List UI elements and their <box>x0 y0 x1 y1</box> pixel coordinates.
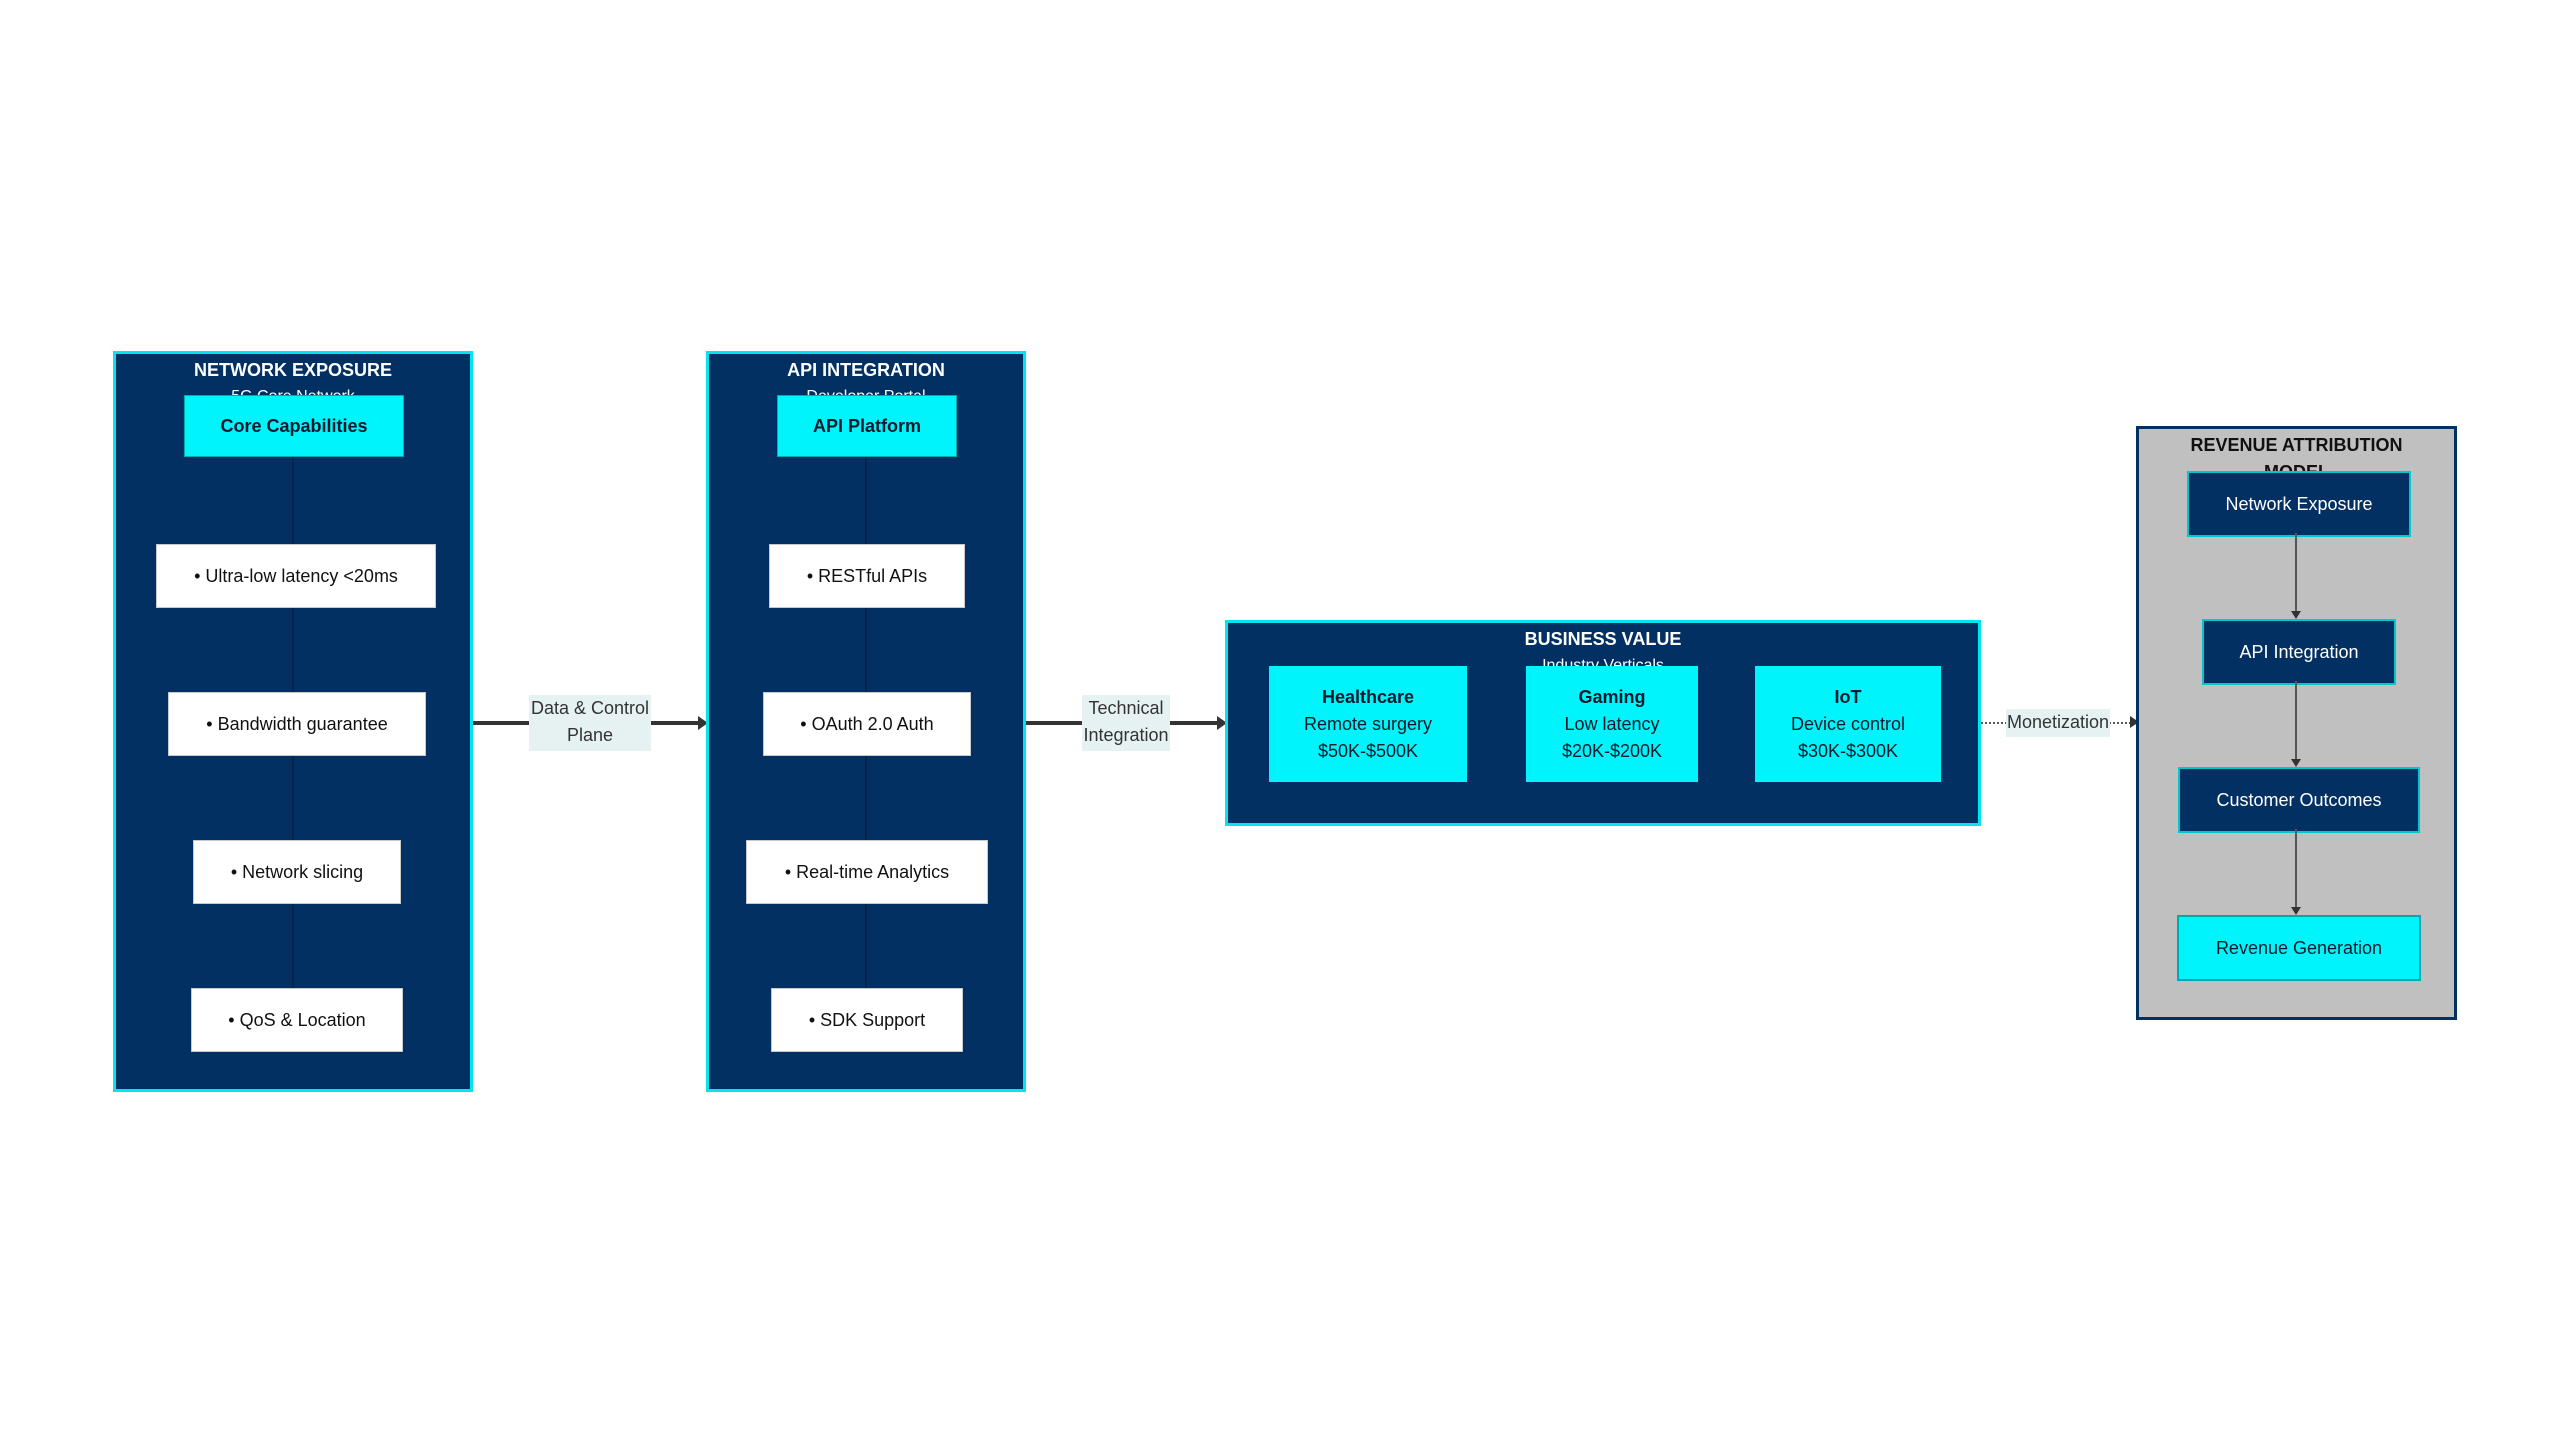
vertical-name: IoT <box>1834 686 1862 707</box>
vertical-iot: IoT Device control $30K-$300K <box>1755 666 1941 782</box>
api-oauth: • OAuth 2.0 Auth <box>763 692 971 756</box>
api-integration-title: API INTEGRATION <box>787 360 945 380</box>
api-analytics: • Real-time Analytics <box>746 840 988 904</box>
network-exposure-title: NETWORK EXPOSURE <box>193 360 393 380</box>
vertical-value: $30K-$300K <box>1797 740 1899 761</box>
arrowhead-icon <box>2291 907 2301 915</box>
vertical-value: $20K-$200K <box>1561 740 1663 761</box>
data-control-label: Data & Control Plane <box>529 695 651 751</box>
api-restful: • RESTful APIs <box>769 544 965 608</box>
api-platform-header: API Platform <box>777 395 957 457</box>
data-control-label-line2: Plane <box>566 725 614 745</box>
flow-line <box>2295 829 2297 909</box>
api-integration-panel: API INTEGRATION Developer Portal API Pla… <box>706 351 1026 1092</box>
data-control-label-line1: Data & Control <box>530 698 650 718</box>
revenue-step-network-exposure: Network Exposure <box>2187 471 2411 537</box>
flow-line <box>2295 533 2297 613</box>
revenue-model-panel: REVENUE ATTRIBUTION MODEL Network Exposu… <box>2136 426 2457 1020</box>
capability-bandwidth: • Bandwidth guarantee <box>168 692 426 756</box>
revenue-step-revenue-generation: Revenue Generation <box>2177 915 2421 981</box>
arrowhead-icon <box>2291 759 2301 767</box>
arrowhead-icon <box>698 716 708 730</box>
vertical-gaming: Gaming Low latency $20K-$200K <box>1526 666 1698 782</box>
revenue-step-api-integration: API Integration <box>2202 619 2396 685</box>
monetization-label: Monetization <box>2006 709 2110 737</box>
revenue-step-customer-outcomes: Customer Outcomes <box>2178 767 2420 833</box>
arrowhead-icon <box>2291 611 2301 619</box>
business-value-title: BUSINESS VALUE <box>1524 629 1682 649</box>
vertical-name: Gaming <box>1578 686 1646 707</box>
technical-label-line2: Integration <box>1083 725 1169 745</box>
vertical-value: $50K-$500K <box>1317 740 1419 761</box>
capability-latency: • Ultra-low latency <20ms <box>156 544 436 608</box>
capability-slicing: • Network slicing <box>193 840 401 904</box>
arrowhead-icon <box>2130 716 2139 728</box>
core-capabilities-header: Core Capabilities <box>184 395 404 457</box>
arrowhead-icon <box>1217 716 1227 730</box>
vertical-use-case: Low latency <box>1564 713 1660 734</box>
capability-qos-location: • QoS & Location <box>191 988 403 1052</box>
vertical-use-case: Device control <box>1790 713 1906 734</box>
technical-label-line1: Technical <box>1088 698 1164 718</box>
flow-line <box>2295 681 2297 761</box>
api-sdk: • SDK Support <box>771 988 963 1052</box>
technical-label: Technical Integration <box>1082 695 1170 751</box>
revenue-model-title-line1: REVENUE ATTRIBUTION <box>2190 435 2403 455</box>
business-value-panel: BUSINESS VALUE Industry Verticals Health… <box>1225 620 1981 826</box>
vertical-use-case: Remote surgery <box>1303 713 1433 734</box>
vertical-healthcare: Healthcare Remote surgery $50K-$500K <box>1269 666 1467 782</box>
network-exposure-panel: NETWORK EXPOSURE 5G Core Network Core Ca… <box>113 351 473 1092</box>
vertical-name: Healthcare <box>1321 686 1415 707</box>
